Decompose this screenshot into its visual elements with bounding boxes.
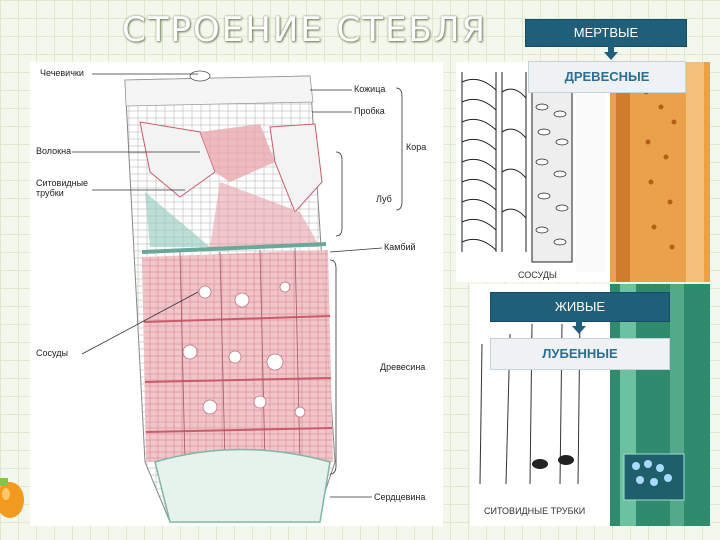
vessels-image-panel: СОСУДЫ: [456, 62, 710, 282]
balloon-decoration: [0, 478, 24, 518]
tag-alive: ЖИВЫЕ: [490, 292, 670, 322]
sieve-tubes-image-panel: СИТОВИДНЫЕ ТРУБКИ: [470, 284, 710, 526]
sieve-tubes-illustration: [470, 284, 710, 526]
vessels-illustration: [456, 62, 710, 282]
label-sieve-tubes-line2: трубки: [36, 188, 64, 198]
label-pith: Сердцевина: [374, 492, 426, 502]
label-fibers: Волокна: [36, 146, 72, 156]
sieve-tubes-caption: СИТОВИДНЫЕ ТРУБКИ: [484, 506, 586, 516]
vessels-caption: СОСУДЫ: [518, 270, 557, 280]
label-lenticels: Чечевички: [40, 68, 84, 78]
label-skin: Кожица: [354, 84, 386, 94]
label-wood: Древесина: [380, 362, 426, 372]
stem-diagram-panel: Чечевички Волокна Ситовидные трубки Сосу…: [30, 62, 443, 526]
tag-dead: МЕРТВЫЕ: [525, 19, 687, 47]
tag-bast: ЛУБЕННЫЕ: [490, 338, 670, 370]
label-bast: Луб: [376, 194, 392, 204]
arrow-down-icon-2: [572, 318, 586, 334]
stem-cross-section-illustration: [72, 70, 403, 523]
tag-woody: ДРЕВЕСНЫЕ: [528, 61, 686, 93]
label-bark: Кора: [406, 142, 427, 152]
label-sieve-tubes-line1: Ситовидные: [36, 178, 89, 188]
slide-title: СТРОЕНИЕ СТЕБЛЯ: [122, 10, 488, 50]
label-vessels: Сосуды: [36, 348, 68, 358]
label-cork: Пробка: [354, 106, 385, 116]
label-sieve-tubes: Ситовидные трубки: [36, 178, 88, 198]
label-cambium: Камбий: [384, 242, 416, 252]
arrow-down-icon: [604, 44, 618, 60]
